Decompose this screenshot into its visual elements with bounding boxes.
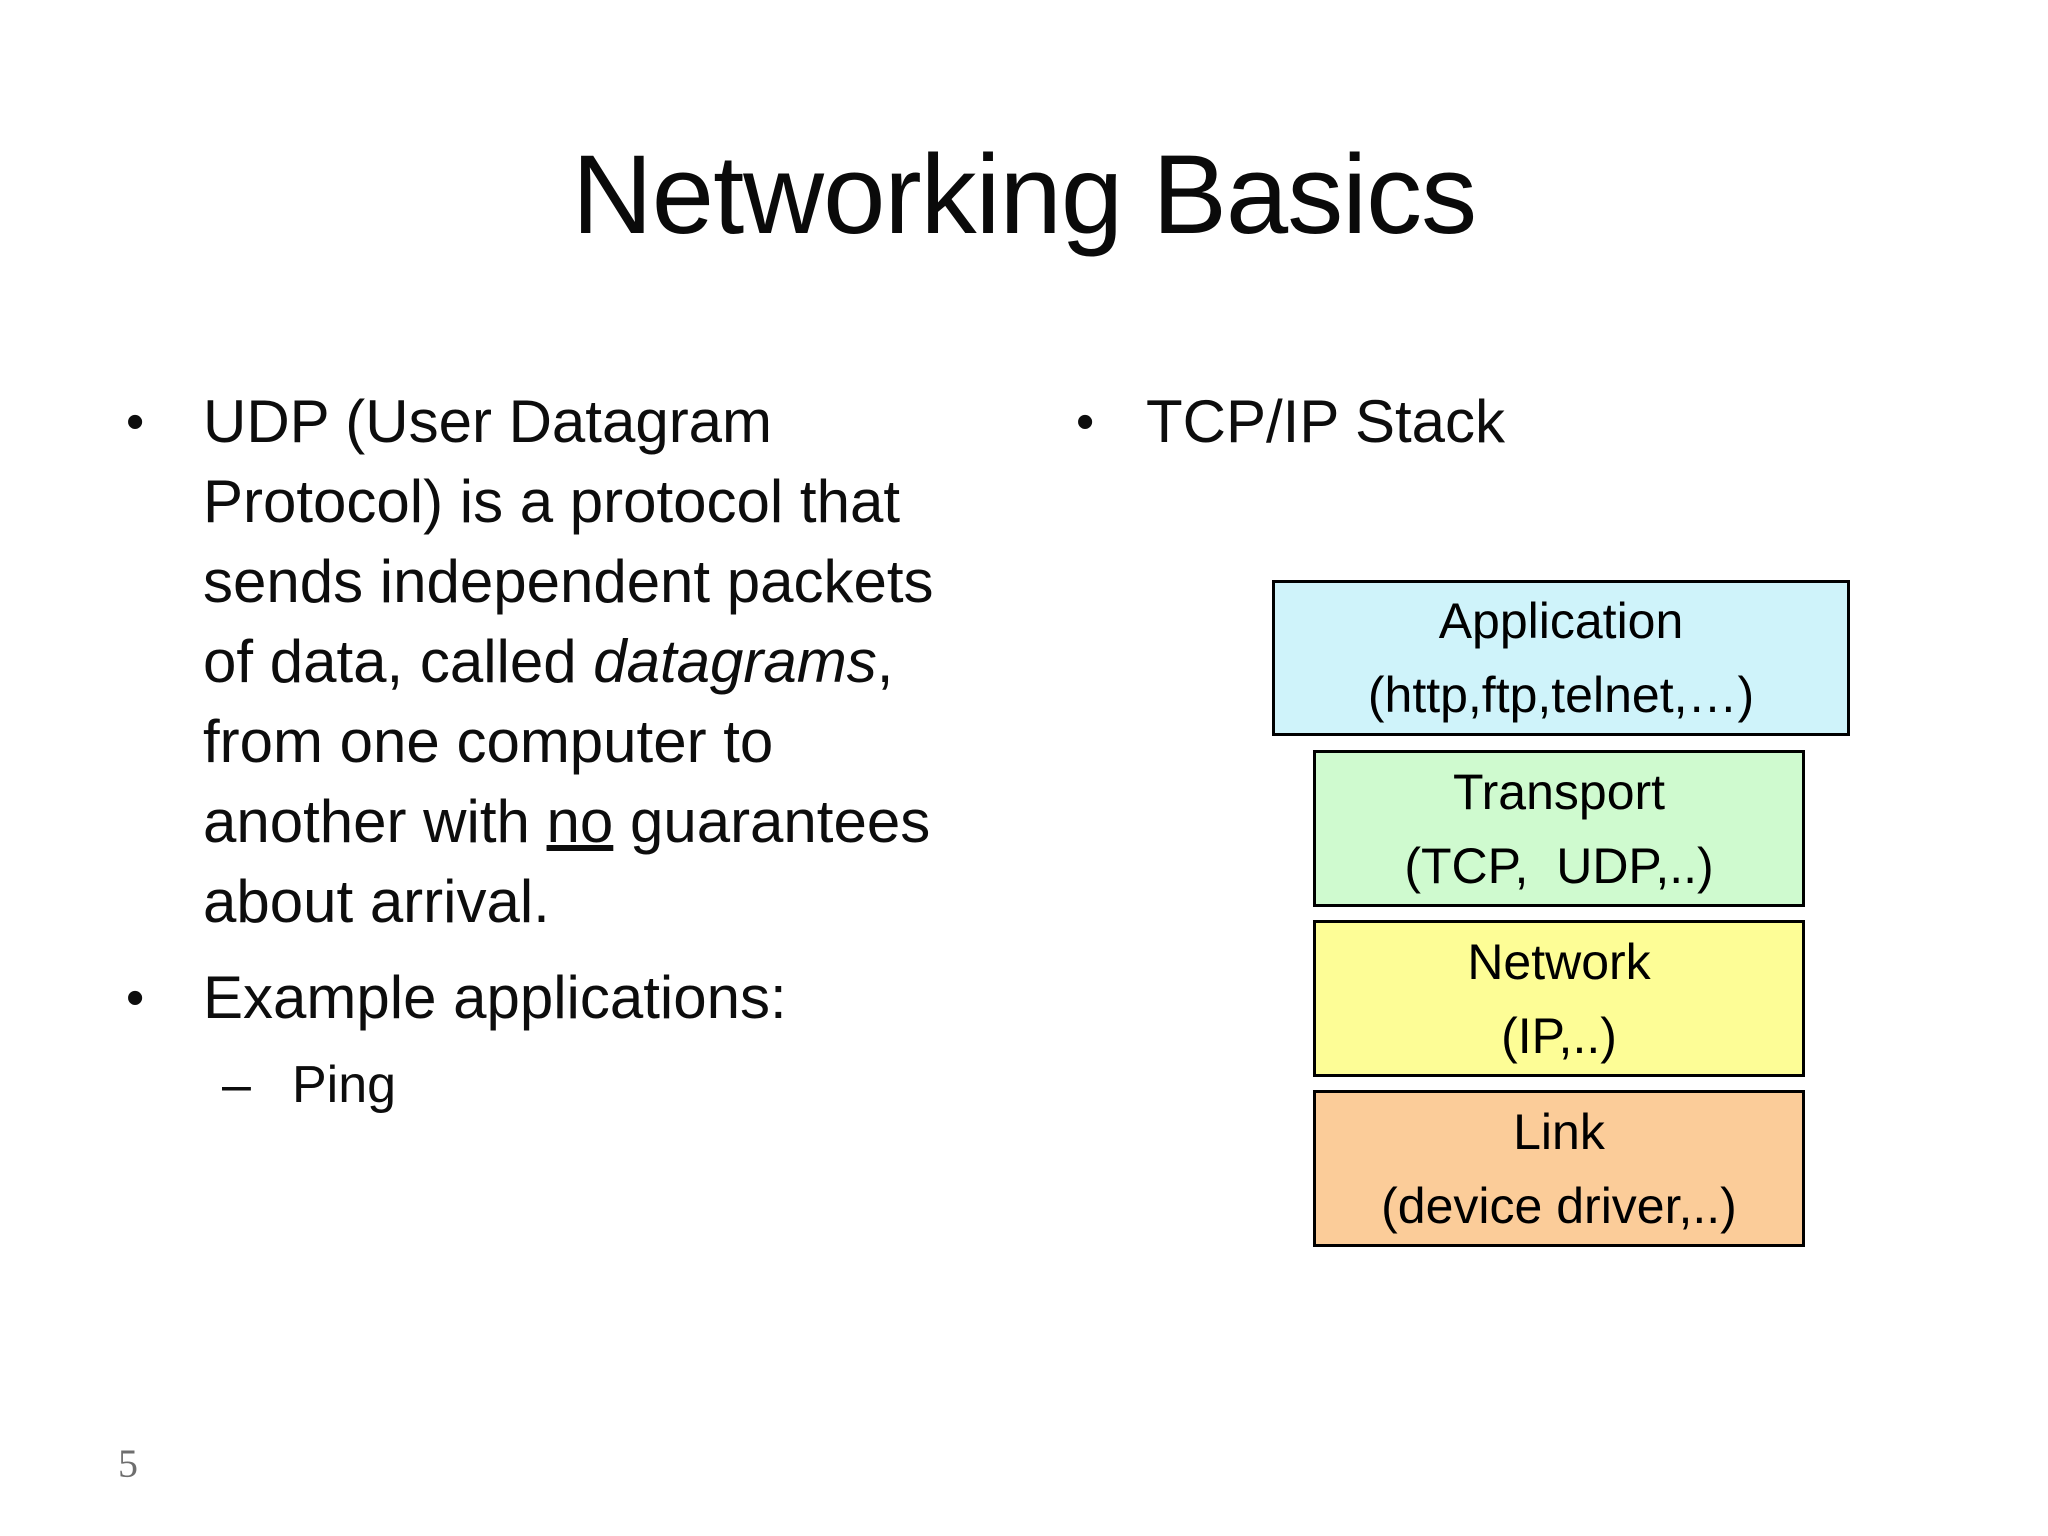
stack-box-title: Link: [1513, 1103, 1605, 1160]
slide-title: Networking Basics: [571, 132, 1477, 257]
bullet-text-udp: UDP (User Datagram Protocol) is a protoc…: [203, 388, 934, 935]
bullet-text-examples: Example applications:: [203, 964, 787, 1031]
bullet-text-tcpip-stack: TCP/IP Stack: [1146, 388, 1506, 455]
bullet-item-examples: • Example applications:: [126, 958, 1106, 1038]
bullet-icon: •: [126, 393, 145, 451]
stack-box-subtitle: (device driver,..): [1381, 1177, 1737, 1234]
bullet-item-udp: • UDP (User Datagram Protocol) is a prot…: [126, 382, 1106, 942]
dash-icon: –: [222, 1056, 251, 1114]
stack-box-subtitle: (IP,..): [1501, 1007, 1617, 1064]
stack-box-title: Network: [1467, 933, 1651, 990]
sub-bullet-ping: – Ping: [222, 1052, 922, 1118]
stack-box-subtitle: (TCP, UDP,..): [1404, 837, 1714, 894]
stack-box-application: Application (http,ftp,telnet,…): [1272, 580, 1850, 736]
stack-box-link: Link (device driver,..): [1313, 1090, 1805, 1247]
stack-box-transport: Transport (TCP, UDP,..): [1313, 750, 1805, 907]
bullet-icon: •: [126, 969, 145, 1027]
bullet-icon: •: [1076, 393, 1095, 451]
stack-box-subtitle: (http,ftp,telnet,…): [1367, 667, 1755, 723]
bullet-item-tcpip-stack: • TCP/IP Stack: [1076, 382, 1876, 462]
page-number: 5: [118, 1441, 138, 1486]
stack-box-title: Application: [1438, 593, 1684, 649]
stack-box-title: Transport: [1452, 763, 1666, 820]
stack-box-network: Network (IP,..): [1313, 920, 1805, 1077]
sub-bullet-text-ping: Ping: [292, 1056, 397, 1114]
